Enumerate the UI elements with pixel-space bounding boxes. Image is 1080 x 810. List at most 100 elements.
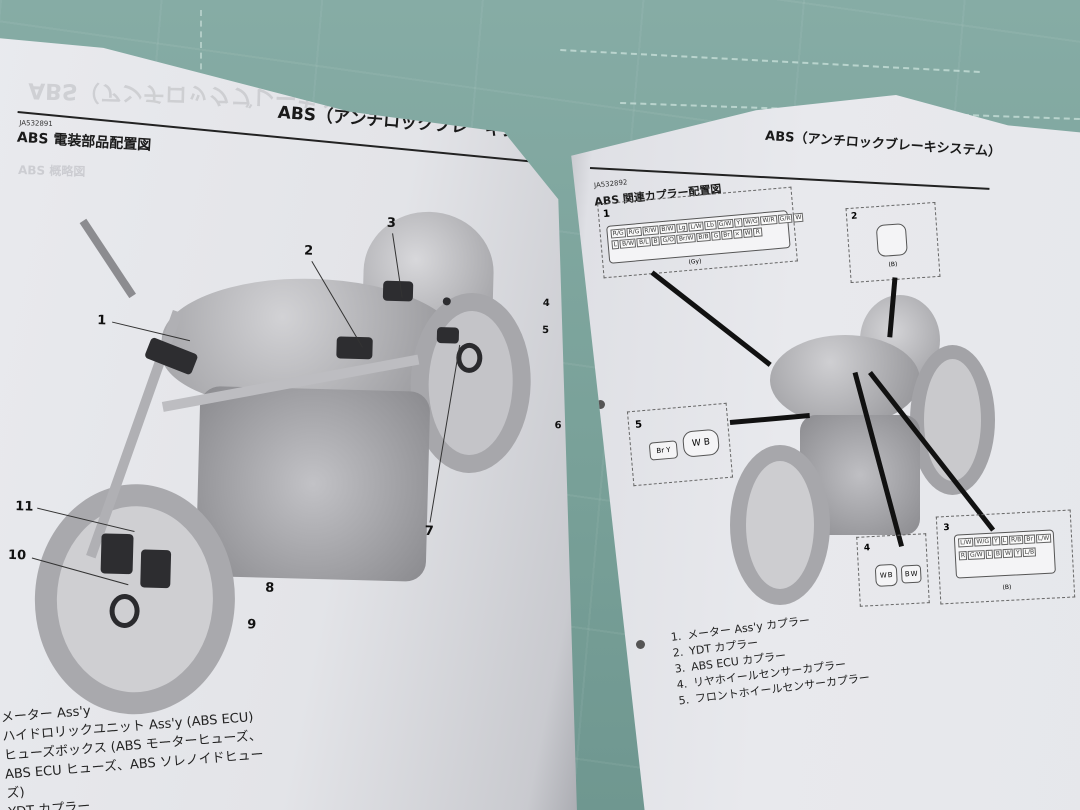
binder-hole [636, 640, 645, 649]
callout-2: 2 [303, 243, 314, 259]
callout-5: 5 [541, 324, 550, 337]
pin: R/G [610, 228, 626, 239]
pin: B [703, 437, 711, 448]
pin: G/W [716, 218, 734, 230]
pin: G/O [660, 234, 677, 246]
pin: Y [665, 445, 671, 455]
connector-1-label: 1 [602, 208, 611, 221]
connector-color-code: (B) [888, 260, 898, 269]
front-brake-caliper-right [101, 533, 134, 574]
pin: Br [720, 230, 733, 240]
rear-sensor-coupler-left: W B [874, 563, 898, 587]
pin-row-2: R G/W L B W Y L/B [958, 547, 1051, 561]
pin: W [793, 212, 804, 223]
connector-5-box: 5 Br Y W B [626, 402, 734, 487]
front-sensor-coupler-right: W B [681, 428, 721, 458]
pin: W/G [974, 536, 992, 547]
connector-4-label: 4 [863, 543, 871, 554]
pin: G/R [777, 213, 793, 224]
legend-text: ズ) [5, 785, 26, 802]
pin: B/W [659, 223, 676, 235]
connector-1-box: 1 R/G R/G R/W B/W Lg L/W Lb G/W Y W/G W/… [597, 186, 804, 279]
parts-legend: 1.メーター Ass'y 2.ハイドロリックユニット Ass'y (ABS EC… [0, 689, 267, 810]
manual-left-page: ABS（アンチロックブレーキシステム） ABS（アンチロックブレーキシステム） … [0, 20, 600, 810]
pin: G [711, 231, 721, 241]
meter-assy-coupler: R/G R/G R/W B/W Lg L/W Lb G/W Y W/G W/R … [606, 210, 804, 264]
legend-number: 2. [672, 645, 685, 660]
pin: B/W [619, 238, 637, 249]
pin: W [879, 571, 888, 580]
doc-code: JA532892 [593, 178, 628, 190]
legend-number: 3. [674, 661, 687, 676]
section-title: ABS 電装部品配置図 [16, 129, 152, 154]
pin: L [611, 239, 620, 250]
legend-number: 4. [0, 804, 3, 810]
callout-7: 7 [424, 523, 435, 540]
front-brake-caliper-left [140, 549, 171, 588]
legend-number: 1. [670, 629, 683, 644]
front-sensor-coupler-left: Br Y [648, 440, 679, 461]
callout-3: 3 [386, 215, 397, 231]
connector-color-code: (B) [1002, 583, 1012, 592]
rear-sensor-coupler-right: B W [900, 564, 922, 584]
pin: Y [734, 218, 743, 228]
show-through-section: ABS 概略図 [17, 163, 86, 179]
fuse-box [383, 281, 414, 302]
pin: W/R [760, 215, 778, 226]
connector-2-label: 2 [850, 211, 858, 222]
pin-row-1: L/W W/G Y L R/B Br L/W [957, 533, 1052, 548]
blanket-seam [200, 10, 202, 80]
pin: Y [1013, 548, 1022, 558]
callout-6: 6 [554, 420, 562, 432]
callout-10: 10 [7, 547, 27, 564]
pin: R/W [641, 225, 659, 236]
pin: Y [991, 536, 1000, 546]
pin: B [993, 549, 1003, 559]
pin: Lb [704, 220, 717, 231]
pin: W [742, 228, 754, 239]
pin: B/L [636, 237, 651, 248]
pin: L/W [957, 537, 974, 548]
hydraulic-unit [336, 336, 373, 359]
pin: W/G [742, 216, 761, 227]
manual-right-page: ABS（アンチロックブレーキシステム） JA532892 ABS 関連カプラー配… [571, 95, 1080, 810]
pin: B [904, 570, 910, 579]
connector-5-label: 5 [634, 419, 643, 431]
connector-color-code: (Gy) [688, 257, 702, 266]
pin: G/W [967, 550, 985, 560]
show-through-header: ABS（アンチロックブレーキシステム） [27, 77, 429, 113]
pin: W [1002, 548, 1014, 559]
legend-number: 5. [677, 693, 690, 708]
connector-4-box: 4 W B B W [856, 533, 930, 607]
pin: Lg [676, 222, 688, 233]
pin: R [753, 227, 763, 238]
pin: B [651, 236, 661, 247]
blanket-seam [560, 49, 980, 73]
pin: L/W [688, 221, 705, 232]
pin: Br [656, 446, 665, 456]
callout-9: 9 [247, 617, 257, 633]
callout-8: 8 [265, 580, 275, 596]
callout-1: 1 [96, 313, 107, 329]
pin: B [887, 571, 893, 580]
pin: B/B [696, 231, 712, 243]
pin: L/W [1035, 533, 1052, 544]
legend-number: 4. [675, 677, 688, 692]
connector-3-label: 3 [943, 522, 950, 534]
pin: L/B [1022, 547, 1037, 558]
coupler-legend: 1.メーター Ass'y カプラー 2.YDT カプラー 3.ABS ECU カ… [670, 607, 871, 710]
callout-4: 4 [542, 297, 550, 310]
pin: Br [1024, 534, 1036, 544]
pin: R/G [626, 226, 642, 238]
rear-wheel-sensor-coupler [437, 327, 459, 344]
abs-ecu-coupler: L/W W/G Y L R/B Br L/W R G/W L B W Y L/B [953, 529, 1056, 579]
pin: L [985, 549, 994, 560]
pin: R [958, 551, 968, 561]
pin: R/B [1008, 535, 1024, 545]
connector-3-box: 3 L/W W/G Y L R/B Br L/W R G/W L B W Y L… [935, 509, 1076, 605]
pin: Br/W [676, 233, 696, 244]
ydt-coupler-diagram [875, 223, 908, 258]
pin: L [1000, 535, 1009, 546]
motorcycle-illustration [22, 192, 555, 705]
running-header: ABS（アンチロックブレーキシステム） [764, 128, 1002, 161]
